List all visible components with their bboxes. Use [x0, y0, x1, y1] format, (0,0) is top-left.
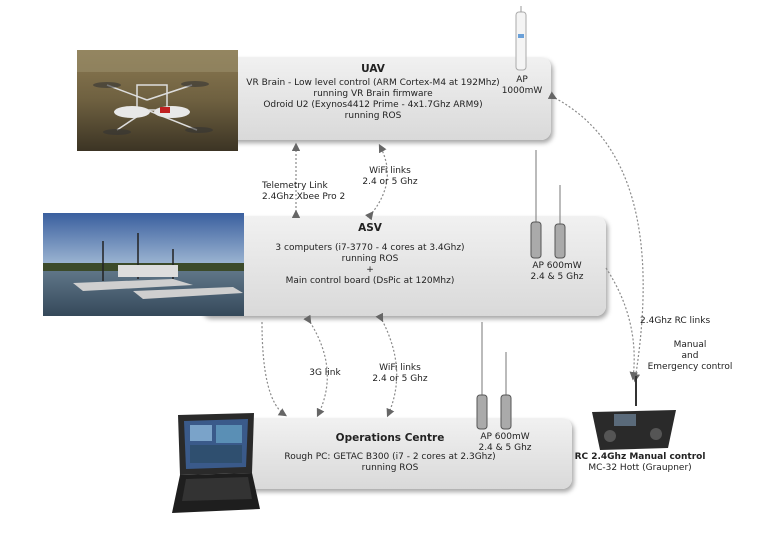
laptop-photo	[168, 413, 260, 516]
telemetry-label-1: Telemetry Link	[262, 181, 328, 191]
uav-box	[195, 57, 551, 140]
ops-line-2: running ROS	[361, 463, 419, 473]
ops-title: Operations Centre	[335, 432, 445, 444]
uav-ap-label-2: 1000mW	[501, 86, 543, 96]
asv-title: ASV	[358, 222, 382, 234]
uav-line-3: Odroid U2 (Exynos4412 Prime - 4x1.7Ghz A…	[263, 100, 483, 110]
manual-label-3: Emergency control	[647, 362, 733, 372]
rc-title: RC 2.4Ghz Manual control	[574, 452, 706, 462]
ops-line-1: Rough PC: GETAC B300 (i7 - 2 cores at 2.…	[284, 452, 496, 462]
ops-ap-label-1: AP 600mW	[480, 432, 530, 442]
ops-ap-antenna	[476, 322, 512, 430]
uav-photo	[77, 50, 238, 151]
uav-line-2: running VR Brain firmware	[313, 89, 433, 99]
asv-line-4: Main control board (DsPic at 120Mhz)	[285, 276, 455, 286]
manual-label-2: and	[681, 351, 699, 361]
uav-ap-label-1: AP	[516, 75, 528, 85]
uav-title: UAV	[361, 63, 385, 75]
uav-ap-antenna	[515, 6, 527, 71]
rc-link-uav-line	[547, 91, 644, 383]
ops-box	[228, 418, 572, 489]
wifi-link-top-line	[364, 143, 388, 221]
wifi-bottom-label-2: 2.4 or 5 Ghz	[372, 374, 428, 384]
rc-transmitter-icon	[592, 376, 676, 450]
asv-line-1: 3 computers (i7-3770 - 4 cores at 3.4Ghz…	[275, 243, 465, 253]
wifi-top-label-2: 2.4 or 5 Ghz	[362, 177, 418, 187]
asv-line-2: running ROS	[341, 254, 399, 264]
telemetry-label-2: 2.4Ghz Xbee Pro 2	[262, 192, 346, 202]
uav-line-4: running ROS	[344, 111, 402, 121]
rc-links-label: 2.4Ghz RC links	[640, 316, 711, 326]
asv-ops-link-line	[261, 321, 288, 417]
wifi-top-label-1: WiFi links	[369, 166, 411, 176]
asv-ap-label-2: 2.4 & 5 Ghz	[530, 272, 584, 282]
wifi-link-bottom-line	[375, 312, 398, 418]
rc-subtitle: MC-32 Hott (Graupner)	[588, 463, 692, 473]
rc-link-asv-line	[605, 267, 638, 381]
asv-ap-label-1: AP 600mW	[532, 261, 582, 271]
asv-ap-antenna	[530, 150, 566, 259]
asv-line-3: +	[366, 265, 374, 275]
manual-label-1: Manual	[673, 340, 707, 350]
wifi-bottom-label-1: WiFi links	[379, 363, 421, 373]
ops-ap-label-2: 2.4 & 5 Ghz	[478, 443, 532, 453]
asv-photo	[43, 213, 244, 316]
3g-label: 3G link	[309, 368, 341, 378]
uav-line-1: VR Brain - Low level control (ARM Cortex…	[246, 78, 500, 88]
